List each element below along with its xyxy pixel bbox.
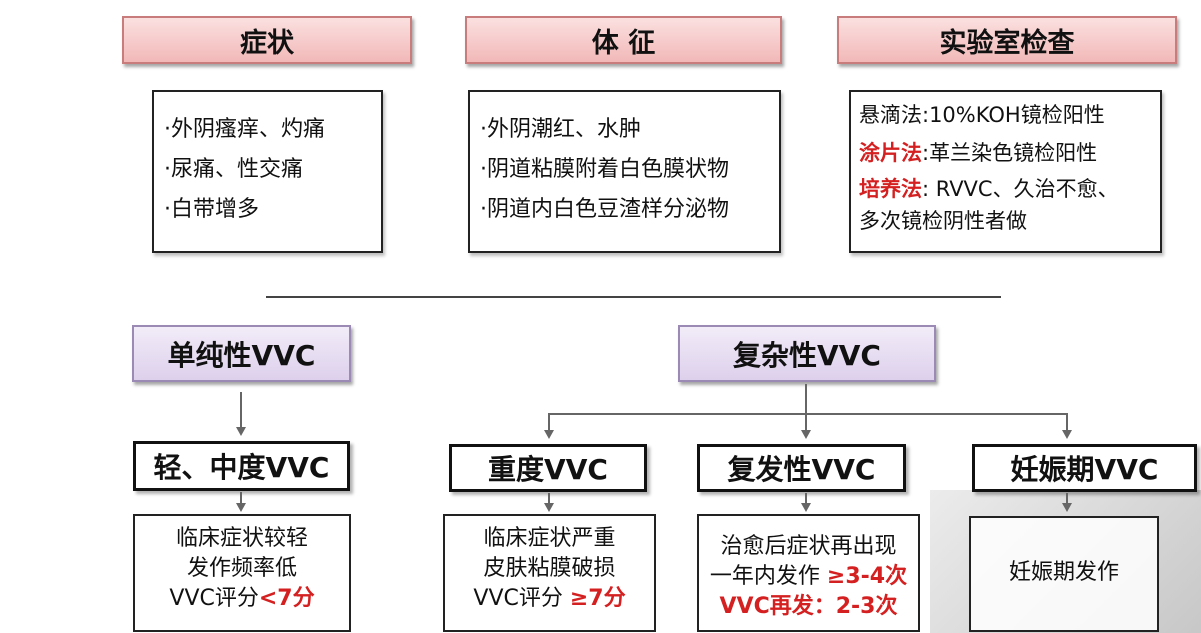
connector-line — [805, 384, 807, 414]
sign-item: ·阴道内白色豆渣样分泌物 — [480, 197, 729, 222]
type-pregnancy-vvc: 妊娠期VVC — [972, 444, 1197, 492]
desc-pregnancy: 妊娠期发作 — [969, 516, 1159, 632]
arrow-down-icon — [801, 430, 811, 439]
signs-box: ·外阴潮红、水肿 ·阴道粘膜附着白色膜状物 ·阴道内白色豆渣样分泌物 — [468, 90, 781, 253]
sign-item: ·外阴潮红、水肿 — [480, 117, 641, 142]
arrow-down-icon — [236, 427, 246, 436]
arrow-down-icon — [1062, 503, 1072, 512]
desc-recurrent: 治愈后症状再出现 一年内发作 ≥3-4次 VVC再发：2-3次 — [697, 514, 920, 632]
culture-method-text: : RVVC、久治不愈、 — [922, 177, 1119, 201]
arrow-down-icon — [801, 503, 811, 512]
desc-line: 临床症状较轻 — [175, 526, 308, 551]
sign-item: ·阴道粘膜附着白色膜状物 — [480, 157, 729, 182]
score-label: VVC评分 — [169, 586, 259, 611]
desc-line: 皮肤粘膜破损 — [483, 556, 616, 581]
connector-line — [240, 392, 242, 428]
symptom-item: ·外阴瘙痒、灼痛 — [164, 117, 325, 142]
arrow-down-icon — [1062, 430, 1072, 439]
symptom-item: ·尿痛、性交痛 — [164, 157, 303, 182]
desc-line-relapse: VVC再发：2-3次 — [719, 594, 898, 619]
symptom-item: ·白带增多 — [164, 197, 259, 222]
desc-line: VVC评分<7分 — [135, 584, 349, 614]
connector-line — [1066, 493, 1068, 504]
score-value: <7分 — [258, 586, 315, 611]
smear-method-text: :革兰染色镜检阳性 — [922, 141, 1098, 165]
desc-line: VVC评分 ≥7分 — [445, 584, 654, 614]
lab-item: 悬滴法:10%KOH镜检阳性 — [859, 103, 1105, 127]
desc-line: 妊娠期发作 — [1008, 560, 1119, 585]
category-simple-vvc: 单纯性VVC — [132, 325, 351, 382]
header-signs: 体 征 — [465, 16, 782, 64]
header-lab-tests: 实验室检查 — [837, 16, 1177, 64]
desc-line: 发作频率低 — [186, 556, 297, 581]
lab-tests-box: 悬滴法:10%KOH镜检阳性 涂片法:革兰染色镜检阳性 培养法: RVVC、久治… — [849, 90, 1162, 253]
section-divider — [266, 296, 1001, 298]
connector-line — [548, 413, 1068, 415]
connector-line — [548, 493, 550, 504]
desc-line: 一年内发作 ≥3-4次 — [699, 562, 918, 592]
connector-line — [548, 413, 550, 431]
episodes-value: ≥3-4次 — [826, 564, 908, 589]
connector-line — [805, 413, 807, 431]
connector-line — [805, 493, 807, 504]
desc-line: 临床症状严重 — [483, 526, 616, 551]
arrow-down-icon — [544, 503, 554, 512]
symptoms-box: ·外阴瘙痒、灼痛 ·尿痛、性交痛 ·白带增多 — [152, 90, 383, 253]
desc-line: 治愈后症状再出现 — [720, 534, 897, 559]
type-severe-vvc: 重度VVC — [449, 444, 647, 492]
culture-method-label: 培养法 — [859, 177, 922, 201]
type-mild-moderate-vvc: 轻、中度VVC — [133, 441, 350, 491]
lab-item: 多次镜检阴性者做 — [859, 209, 1027, 233]
smear-method-label: 涂片法 — [859, 141, 922, 165]
lab-item: 涂片法:革兰染色镜检阳性 — [859, 134, 1160, 172]
type-recurrent-vvc: 复发性VVC — [697, 444, 906, 492]
desc-severe: 临床症状严重 皮肤粘膜破损 VVC评分 ≥7分 — [443, 514, 656, 632]
header-symptoms: 症状 — [122, 16, 412, 64]
connector-line — [240, 492, 242, 504]
arrow-down-icon — [236, 503, 246, 512]
arrow-down-icon — [544, 430, 554, 439]
connector-line — [1066, 413, 1068, 431]
score-label: VVC评分 — [473, 586, 570, 611]
category-complex-vvc: 复杂性VVC — [678, 325, 936, 382]
lab-item: 培养法: RVVC、久治不愈、 — [859, 172, 1160, 206]
episodes-label: 一年内发作 — [709, 564, 827, 589]
score-value: ≥7分 — [569, 586, 626, 611]
desc-mild-moderate: 临床症状较轻 发作频率低 VVC评分<7分 — [133, 514, 351, 632]
